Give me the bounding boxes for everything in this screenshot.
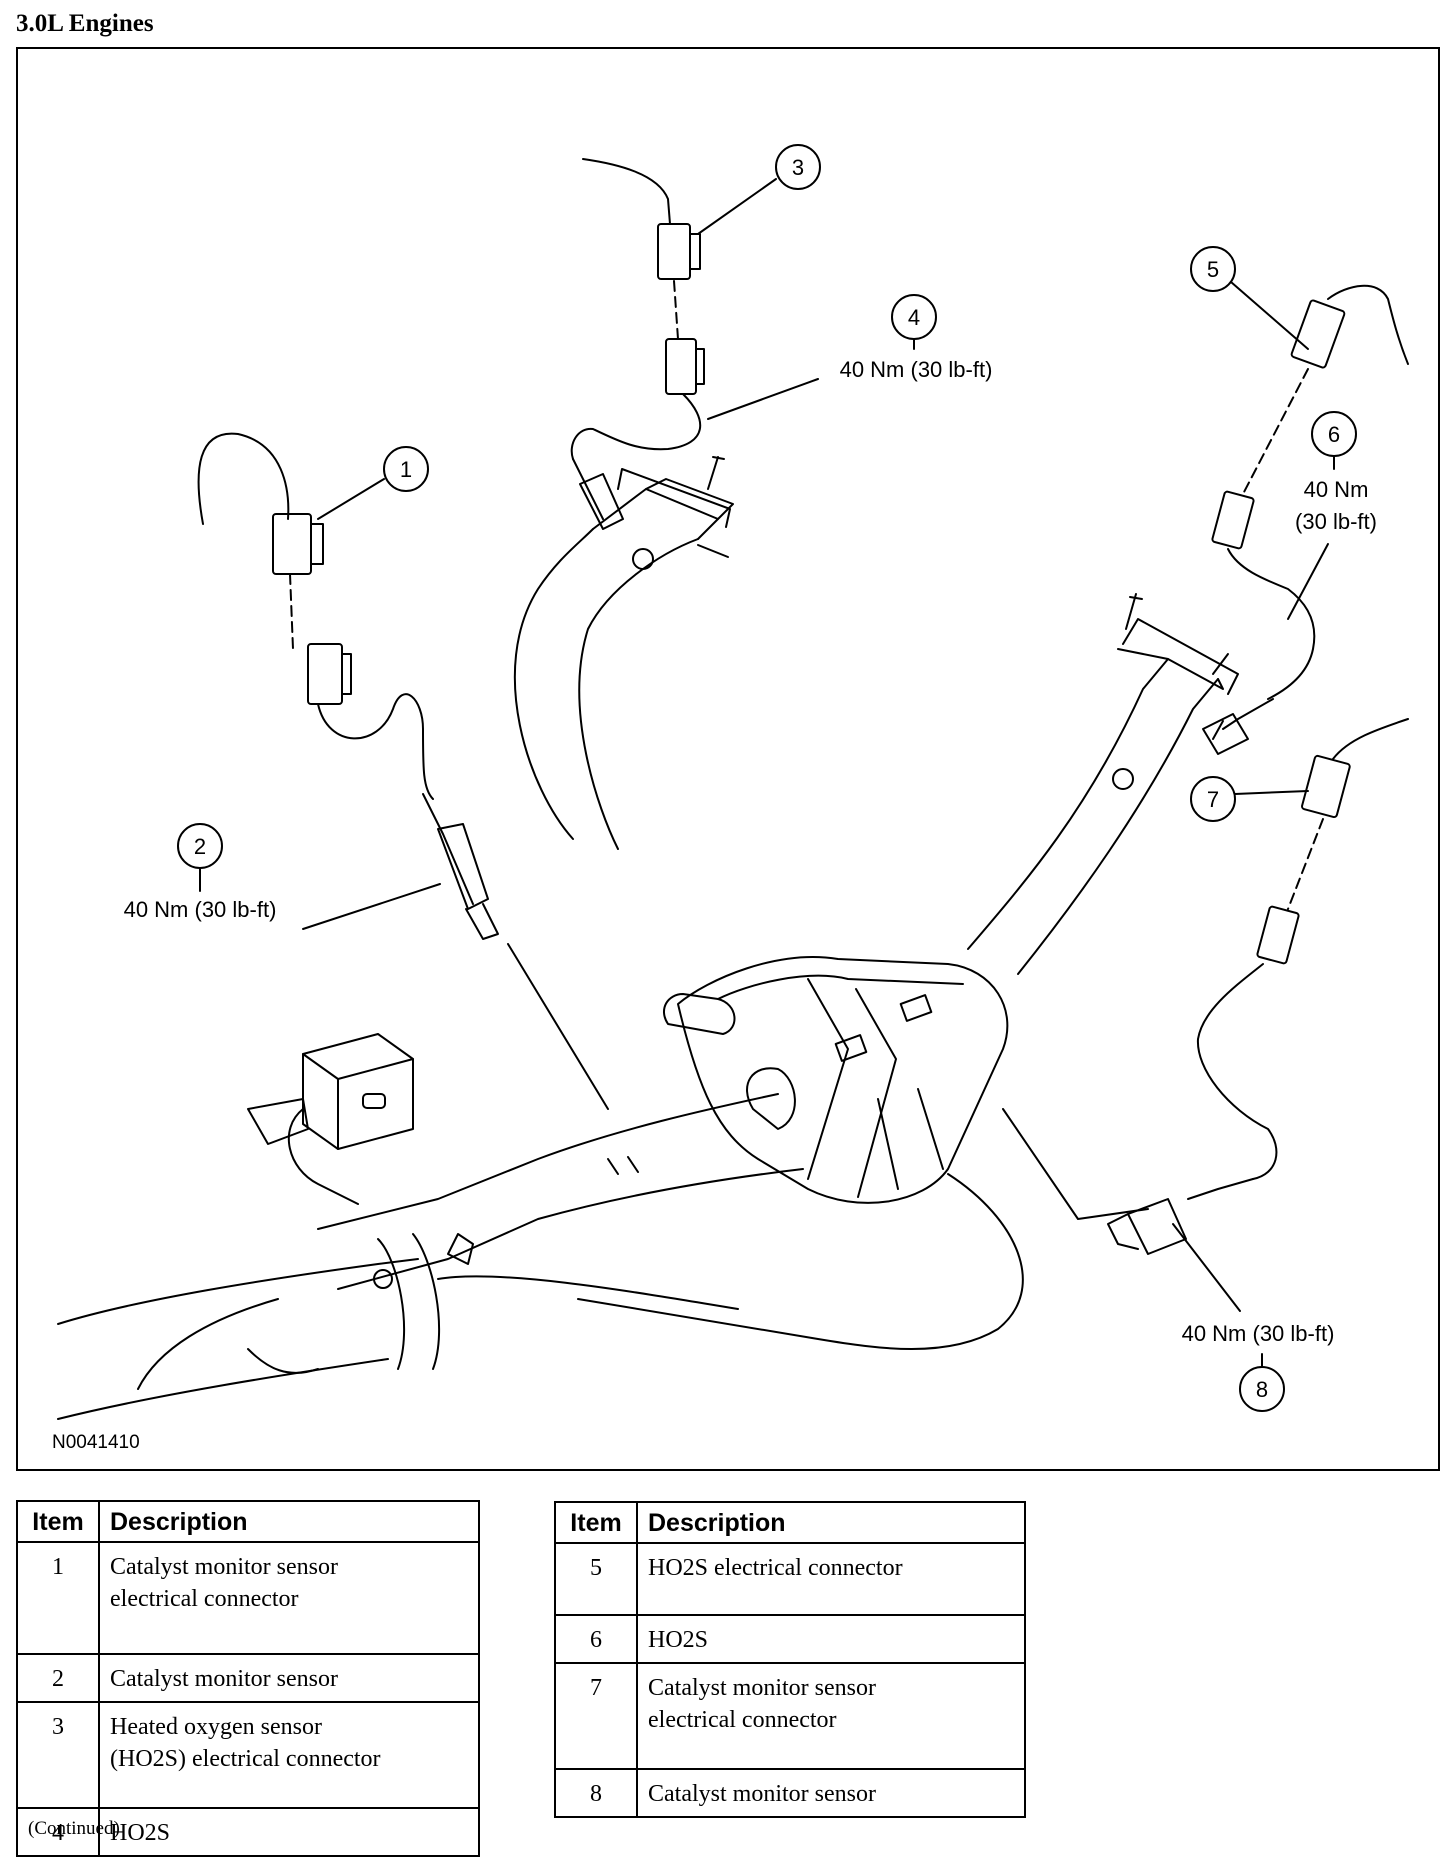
description-line: Catalyst monitor sensor: [110, 1554, 338, 1580]
item-column-header: Item: [554, 1501, 638, 1544]
callout-6-torque-line1: 40 Nm: [1304, 477, 1369, 502]
continued-note: (Continued): [28, 1818, 120, 1839]
callout-5-number: 5: [1207, 257, 1219, 282]
callout-7-number: 7: [1207, 787, 1219, 812]
description-line: Catalyst monitor sensor: [110, 1666, 338, 1692]
callout-6-number: 6: [1328, 422, 1340, 447]
item-description: Catalyst monitor sensor electrical conne…: [636, 1662, 1026, 1770]
table-row: 6 HO2S: [554, 1614, 1026, 1664]
callout-labels: 1 2 40 Nm (30 lb-ft) 3 4 40 Nm (30 lb-ft…: [124, 155, 1377, 1402]
table-row: 5 HO2S electrical connector: [554, 1542, 1026, 1616]
callout-2-torque: 40 Nm (30 lb-ft): [124, 897, 277, 922]
callout-4-number: 4: [908, 305, 920, 330]
item-number: 6: [554, 1614, 638, 1664]
description-column-header: Description: [98, 1500, 480, 1543]
heated-oxygen-sensor-front: [570, 158, 705, 530]
figure-id: N0041410: [52, 1432, 140, 1453]
item-number: 4: [16, 1807, 100, 1857]
table-row: 4 HO2S: [16, 1807, 480, 1857]
exhaust-assembly: [57, 456, 1239, 1420]
heated-oxygen-sensor-rear: [1202, 284, 1409, 755]
item-number: 1: [16, 1541, 100, 1655]
table-row: 7 Catalyst monitor sensor electrical con…: [554, 1662, 1026, 1770]
callout-8-number: 8: [1256, 1377, 1268, 1402]
item-number: 2: [16, 1653, 100, 1703]
callout-6-torque-line2: (30 lb-ft): [1295, 509, 1377, 534]
table-row: 3 Heated oxygen sensor (HO2S) electrical…: [16, 1701, 480, 1809]
item-table-left: Item Description 1 Catalyst monitor sens…: [16, 1500, 480, 1857]
callout-3-circle: [775, 144, 821, 190]
table-row: 8 Catalyst monitor sensor: [554, 1768, 1026, 1818]
exhaust-sensor-diagram: 1 2 40 Nm (30 lb-ft) 3 4 40 Nm (30 lb-ft…: [16, 47, 1440, 1471]
callout-7-circle: [1190, 776, 1236, 822]
table-row: 2 Catalyst monitor sensor: [16, 1653, 480, 1703]
catalyst-monitor-sensor-right: [1107, 718, 1409, 1255]
item-number: 3: [16, 1701, 100, 1809]
description-column-header: Description: [636, 1501, 1026, 1544]
section-title: 3.0L Engines: [16, 10, 154, 37]
callout-1-number: 1: [400, 457, 412, 482]
callout-2-number: 2: [194, 834, 206, 859]
item-number: 7: [554, 1662, 638, 1770]
callout-5-circle: [1190, 246, 1236, 292]
item-description: HO2S: [636, 1614, 1026, 1664]
description-line: (HO2S) electrical connector: [110, 1746, 381, 1772]
description-line: Catalyst monitor sensor: [648, 1781, 876, 1807]
table-header-row: Item Description: [16, 1500, 480, 1543]
callouts: [177, 144, 1357, 1412]
item-description: Catalyst monitor sensor electrical conne…: [98, 1541, 480, 1655]
item-description: HO2S: [98, 1807, 480, 1857]
item-number: 5: [554, 1542, 638, 1616]
item-description: HO2S electrical connector: [636, 1542, 1026, 1616]
description-line: Catalyst monitor sensor: [648, 1675, 876, 1701]
table-row: 1 Catalyst monitor sensor electrical con…: [16, 1541, 480, 1655]
item-table-right: Item Description 5 HO2S electrical conne…: [554, 1501, 1026, 1818]
item-description: Catalyst monitor sensor: [636, 1768, 1026, 1818]
item-column-header: Item: [16, 1500, 100, 1543]
item-description: Heated oxygen sensor (HO2S) electrical c…: [98, 1701, 480, 1809]
description-line: HO2S: [648, 1627, 709, 1653]
diagram-artwork: 1 2 40 Nm (30 lb-ft) 3 4 40 Nm (30 lb-ft…: [57, 144, 1409, 1420]
callout-4-torque: 40 Nm (30 lb-ft): [840, 357, 993, 382]
item-number: 8: [554, 1768, 638, 1818]
table-header-row: Item Description: [554, 1501, 1026, 1544]
description-line: HO2S electrical connector: [648, 1555, 903, 1581]
callout-8-torque: 40 Nm (30 lb-ft): [1182, 1321, 1335, 1346]
callout-3-number: 3: [792, 155, 804, 180]
callout-1-circle: [383, 446, 429, 492]
description-line: electrical connector: [110, 1586, 299, 1612]
description-line: Heated oxygen sensor: [110, 1714, 322, 1740]
description-line: electrical connector: [648, 1707, 837, 1733]
description-line: HO2S: [110, 1820, 171, 1846]
item-description: Catalyst monitor sensor: [98, 1653, 480, 1703]
catalyst-monitor-sensor-left: [197, 432, 499, 940]
